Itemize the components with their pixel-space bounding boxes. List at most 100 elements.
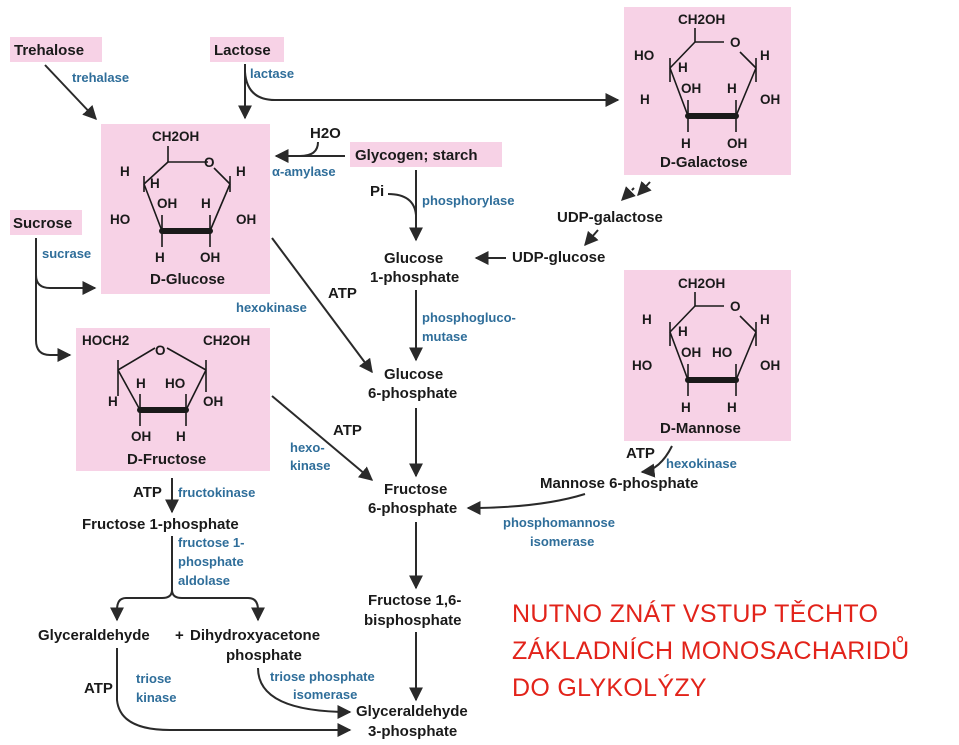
glucose-name: D-Glucose	[150, 271, 225, 288]
svg-text:H: H	[681, 136, 691, 151]
lactose-label: Lactose	[214, 42, 271, 59]
pathway-arrows	[35, 64, 673, 737]
svg-text:OH: OH	[760, 358, 780, 373]
svg-text:H: H	[108, 394, 118, 409]
fructose-name: D-Fructose	[127, 451, 206, 468]
fbp-label-2: bisphosphate	[364, 612, 462, 629]
svg-text:H: H	[640, 92, 650, 107]
g6p-label-2: 6-phosphate	[368, 385, 457, 402]
svg-text:H: H	[176, 429, 186, 444]
phosphoglucomutase-label-2: mutase	[422, 329, 468, 344]
f1p-label: Fructose 1-phosphate	[82, 516, 239, 533]
svg-text:CH2OH: CH2OH	[678, 276, 725, 291]
svg-text:OH: OH	[157, 196, 177, 211]
atp-label-fructose: ATP	[333, 422, 362, 439]
svg-text:OH: OH	[727, 136, 747, 151]
glycogen-tag-box	[350, 142, 502, 167]
plus-sign: +	[175, 627, 184, 644]
svg-text:HO: HO	[632, 358, 652, 373]
svg-text:HO: HO	[165, 376, 185, 391]
f1p-aldolase-label-3: aldolase	[178, 573, 230, 588]
galactose-name: D-Galactose	[660, 154, 748, 171]
phosphomannose-label-1: phosphomannose	[503, 515, 615, 530]
svg-text:HO: HO	[110, 212, 130, 227]
galactose-structure-box	[624, 7, 791, 175]
svg-text:H: H	[678, 60, 688, 75]
glucose-ring: CH2OH O H H H HO OH H OH H OH	[110, 129, 256, 265]
hexokinase-fructose-label-2: kinase	[290, 458, 330, 473]
tpi-label-2: isomerase	[293, 687, 357, 702]
svg-text:H: H	[727, 81, 737, 96]
trehalose-tag-box	[10, 37, 102, 62]
svg-text:H: H	[681, 400, 691, 415]
dhap-label-1: Dihydroxyacetone	[190, 627, 320, 644]
phosphomannose-label-2: isomerase	[530, 534, 594, 549]
ga3p-label-1: Glyceraldehyde	[356, 703, 468, 720]
svg-text:H: H	[760, 48, 770, 63]
svg-text:H: H	[760, 312, 770, 327]
svg-text:OH: OH	[760, 92, 780, 107]
hexokinase-mannose-label: hexokinase	[666, 456, 737, 471]
mannose-ring: CH2OH O H H H HO OH HO OH H H	[632, 276, 780, 415]
svg-text:H: H	[727, 400, 737, 415]
glucose-structure-box	[101, 124, 270, 294]
svg-text:OH: OH	[131, 429, 151, 444]
phosphorylase-label: phosphorylase	[422, 193, 514, 208]
fructose-structure-box	[76, 328, 270, 471]
svg-text:O: O	[155, 343, 166, 358]
svg-text:OH: OH	[681, 81, 701, 96]
fbp-label-1: Fructose 1,6-	[368, 592, 461, 609]
svg-text:CH2OH: CH2OH	[152, 129, 199, 144]
atp-label-glucose: ATP	[328, 285, 357, 302]
hexokinase-fructose-label-1: hexo-	[290, 440, 325, 455]
ga3p-label-2: 3-phosphate	[368, 723, 457, 740]
svg-text:HO: HO	[634, 48, 654, 63]
m6p-label: Mannose 6-phosphate	[540, 475, 698, 492]
f1p-aldolase-label-2: phosphate	[178, 554, 244, 569]
mannose-name: D-Mannose	[660, 420, 741, 437]
note-line-1: NUTNO ZNÁT VSTUP TĚCHTO	[512, 599, 878, 628]
udp-glucose-label: UDP-glucose	[512, 249, 605, 266]
g1p-label-2: 1-phosphate	[370, 269, 459, 286]
svg-text:CH2OH: CH2OH	[678, 12, 725, 27]
lactose-tag-box	[210, 37, 284, 62]
mannose-structure-box	[624, 270, 791, 441]
trehalose-label: Trehalose	[14, 42, 84, 59]
svg-text:OH: OH	[681, 345, 701, 360]
sucrase-label: sucrase	[42, 246, 91, 261]
triose-kinase-label-1: triose	[136, 671, 171, 686]
tpi-label-1: triose phosphate	[270, 669, 375, 684]
fructose-ring: HOCH2 O CH2OH H H HO OH OH H	[82, 333, 250, 444]
svg-text:O: O	[204, 155, 215, 170]
pi-label: Pi	[370, 183, 384, 200]
f1p-aldolase-label-1: fructose 1-	[178, 535, 244, 550]
svg-text:CH2OH: CH2OH	[203, 333, 250, 348]
svg-text:HO: HO	[712, 345, 732, 360]
svg-text:OH: OH	[200, 250, 220, 265]
g1p-label-1: Glucose	[384, 250, 443, 267]
triose-kinase-label-2: kinase	[136, 690, 176, 705]
svg-text:H: H	[136, 376, 146, 391]
atp-label-triose: ATP	[84, 680, 113, 697]
f6p-label-1: Fructose	[384, 481, 447, 498]
svg-text:OH: OH	[203, 394, 223, 409]
svg-text:H: H	[236, 164, 246, 179]
svg-text:H: H	[150, 176, 160, 191]
glyceraldehyde-label: Glyceraldehyde	[38, 627, 150, 644]
svg-text:O: O	[730, 35, 741, 50]
atp-label-mannose: ATP	[626, 445, 655, 462]
sucrose-label: Sucrose	[13, 215, 72, 232]
note-line-2: ZÁKLADNÍCH MONOSACHARIDŮ	[512, 634, 910, 665]
phosphoglucomutase-label-1: phosphogluco-	[422, 310, 516, 325]
amylase-label: α-amylase	[272, 164, 336, 179]
svg-text:H: H	[642, 312, 652, 327]
svg-text:O: O	[730, 299, 741, 314]
galactose-ring: CH2OH O HO H H H OH H OH H OH	[634, 12, 780, 151]
atp-label-fructokinase: ATP	[133, 484, 162, 501]
hexokinase-glucose-label: hexokinase	[236, 300, 307, 315]
svg-text:H: H	[155, 250, 165, 265]
lactase-label: lactase	[250, 66, 294, 81]
svg-text:H: H	[678, 324, 688, 339]
svg-text:H: H	[120, 164, 130, 179]
